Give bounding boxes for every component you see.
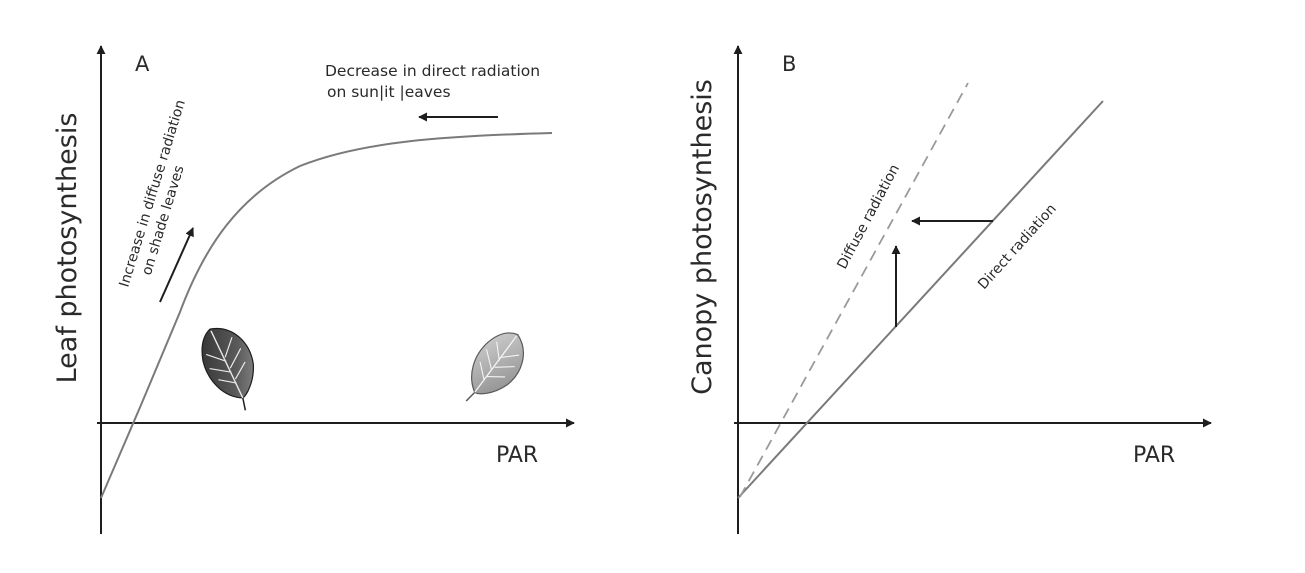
- light-leaf-icon: [465, 332, 524, 402]
- panel-b-diffuse-label: Diffuse radiation: [834, 162, 903, 272]
- panel-a-x-axis-title: PAR: [496, 443, 538, 468]
- panel-b-x-axis-title: PAR: [1133, 443, 1175, 468]
- panel-a-direct-note-line2: on sun|it |eaves: [327, 83, 451, 101]
- panel-b-direct-label: Direct radiation: [975, 201, 1060, 293]
- panel-a-light-response-curve: [100, 132, 553, 499]
- panel-b-y-axis-title: Canopy photosynthesis: [687, 79, 718, 395]
- panel-a-letter: A: [135, 52, 150, 76]
- panel-b-direct-radiation-line: [737, 100, 1104, 499]
- panel-b-letter: B: [782, 52, 796, 76]
- panel-a-y-axis-title: Leaf photosynthesis: [52, 113, 83, 384]
- panel-a-direct-note-line1: Decrease in direct radiation: [325, 62, 540, 80]
- panel-b: B Canopy photosynthesis PAR Diffuse radi…: [687, 45, 1212, 534]
- panel-a: A Leaf photosynthesis PAR Decrease in di…: [52, 45, 575, 534]
- panel-a-diffuse-arrow: [159, 227, 194, 303]
- panel-b-diffuse-radiation-line: [739, 82, 969, 498]
- dark-leaf-icon: [201, 327, 254, 411]
- panel-a-diffuse-note: Increase in diffuse radiation on shade l…: [117, 98, 189, 289]
